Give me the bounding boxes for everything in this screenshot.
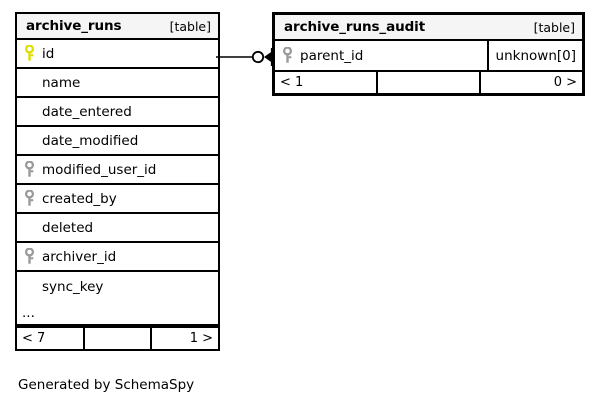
column-name: created_by <box>42 190 117 207</box>
column-row[interactable]: archiver_id <box>17 243 218 272</box>
entity-column-list: parent_id unknown[0] <box>275 41 582 70</box>
diagram-caption: Generated by SchemaSpy <box>18 377 195 393</box>
column-row[interactable]: name <box>17 69 218 98</box>
foreign-key-icon <box>23 190 36 207</box>
column-name: modified_user_id <box>42 161 157 178</box>
column-name: date_modified <box>42 132 139 149</box>
foreign-key-icon <box>23 248 36 265</box>
column-name: name <box>42 74 81 91</box>
entity-kind-label: [table] <box>169 18 211 34</box>
footer-middle <box>85 328 153 349</box>
column-row[interactable]: sync_key <box>17 272 218 301</box>
column-row[interactable]: date_modified <box>17 127 218 156</box>
column-name: archiver_id <box>42 248 117 265</box>
column-name: date_entered <box>42 103 132 120</box>
entity-column-list: id name date_entered date_modified modified_… <box>17 40 218 301</box>
entity-footer: < 7 1 > <box>17 326 218 349</box>
column-name: deleted <box>42 219 94 236</box>
entity-kind-label: [table] <box>533 19 575 35</box>
entity-more-columns-indicator: ... <box>17 301 218 326</box>
column-type: unknown[0] <box>486 41 582 70</box>
relationship-connector <box>216 46 278 68</box>
column-row[interactable]: deleted <box>17 214 218 243</box>
cardinality-zero-circle <box>251 50 265 64</box>
column-name: parent_id <box>300 47 364 64</box>
column-name: id <box>42 45 55 62</box>
foreign-key-icon <box>281 47 294 64</box>
entity-table-archive-runs-audit[interactable]: archive_runs_audit [table] parent_id unkn… <box>272 12 585 96</box>
footer-middle <box>378 72 481 93</box>
footer-parents-count: < 7 <box>17 328 85 349</box>
footer-children-count: 0 > <box>553 75 577 90</box>
entity-title: archive_runs_audit <box>284 19 426 35</box>
column-row[interactable]: created_by <box>17 185 218 214</box>
column-row[interactable]: modified_user_id <box>17 156 218 185</box>
column-row[interactable]: date_entered <box>17 98 218 127</box>
column-row[interactable]: parent_id unknown[0] <box>275 41 582 70</box>
entity-header: archive_runs_audit [table] <box>275 15 582 41</box>
footer-children-count: 1 > <box>189 331 214 346</box>
entity-header: archive_runs [table] <box>17 14 218 40</box>
footer-parents-count: < 1 <box>275 72 378 93</box>
entity-title: archive_runs <box>26 18 122 34</box>
entity-footer: < 1 0 > <box>275 70 582 93</box>
foreign-key-icon <box>23 161 36 178</box>
column-row[interactable]: id <box>17 40 218 69</box>
more-columns-label: ... <box>22 304 35 321</box>
column-name: sync_key <box>42 278 104 295</box>
primary-key-icon <box>23 45 36 62</box>
